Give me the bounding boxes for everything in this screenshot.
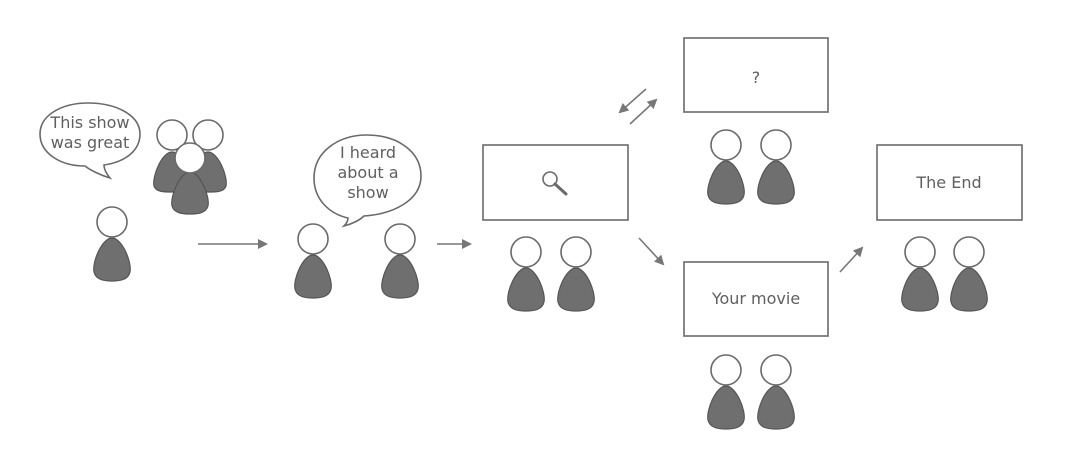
end-screen: The End (876, 144, 1023, 221)
movie-label: Your movie (711, 289, 800, 308)
movie-screen: Your movie (683, 261, 829, 337)
bubble-line-2: about a (337, 163, 398, 182)
person-end-left (901, 236, 939, 312)
person-speaker-1 (93, 206, 131, 282)
arrow-to-confused (629, 98, 658, 125)
speech-bubble-hear: I heard about a show (313, 134, 422, 228)
search-screen (482, 144, 629, 221)
arrow-to-movie (638, 237, 665, 266)
person-watcher-left (707, 354, 745, 430)
confused-label: ? (752, 68, 761, 87)
speech-bubble-recommend: This show was great (39, 102, 141, 180)
bubble-line-3: show (347, 183, 388, 202)
crowd-group (153, 119, 227, 215)
bubble-line-1: This show (49, 113, 129, 132)
arrow-from-confused (618, 88, 647, 114)
arrow-to-end (839, 246, 864, 273)
person-searcher-left (507, 236, 545, 312)
person-confused-left (707, 129, 745, 205)
bubble-line-1: I heard (340, 143, 396, 162)
search-icon (542, 171, 568, 196)
person-searcher-right (557, 236, 595, 312)
person-listener-right (381, 223, 419, 299)
person-confused-right (757, 129, 795, 205)
person-watcher-right (757, 354, 795, 430)
person-listener-left (294, 223, 332, 299)
confused-screen: ? (683, 37, 829, 113)
person-end-right (950, 236, 988, 312)
bubble-line-2: was great (51, 133, 130, 152)
end-label: The End (915, 173, 981, 192)
person-crowd-front (171, 142, 209, 215)
